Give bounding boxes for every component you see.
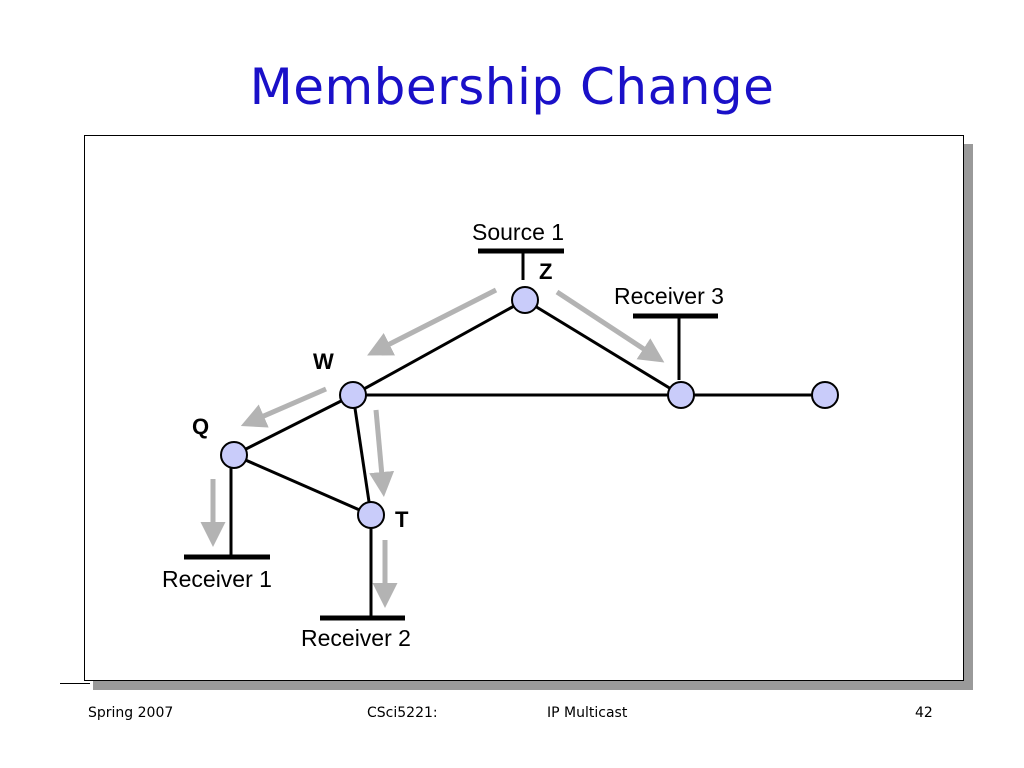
network-links	[229, 251, 825, 617]
router-q-label: Q	[192, 414, 209, 439]
router-receiver3	[667, 381, 695, 409]
router-w-label: W	[313, 349, 334, 374]
footer-date: Spring 2007	[88, 705, 174, 721]
router-t	[357, 501, 385, 529]
footer-rule	[60, 683, 90, 684]
link-w-q	[233, 393, 354, 457]
diagram-labels: Source 1 Receiver 3 Receiver 1 Receiver …	[162, 219, 724, 651]
arrow-z-to-w	[367, 287, 498, 356]
link-w-t	[351, 394, 373, 516]
router-t-label: T	[395, 507, 409, 532]
link-z-r3node	[524, 298, 682, 397]
lan-bars	[184, 248, 718, 621]
footer-page-number: 42	[915, 705, 933, 721]
router-z	[511, 286, 539, 314]
router-right	[811, 381, 839, 409]
receiver3-label: Receiver 3	[614, 283, 724, 309]
arrow-z-to-r3node	[555, 289, 665, 363]
arrow-w-to-q	[240, 386, 327, 428]
router-nodes	[220, 286, 839, 529]
traffic-arrows	[200, 287, 665, 608]
footer-topic: IP Multicast	[547, 705, 628, 721]
router-w	[339, 381, 367, 409]
footer-course: CSci5221:	[367, 705, 438, 721]
arrow-w-to-t	[369, 409, 395, 497]
source1-label: Source 1	[472, 219, 564, 245]
router-q	[220, 441, 248, 469]
link-q-t	[233, 453, 372, 517]
diagram-panel	[84, 135, 964, 681]
slide-title: Membership Change	[249, 58, 775, 116]
receiver1-label: Receiver 1	[162, 566, 272, 592]
receiver2-label: Receiver 2	[301, 625, 411, 651]
link-z-w	[352, 298, 526, 397]
router-z-label: Z	[539, 259, 552, 284]
